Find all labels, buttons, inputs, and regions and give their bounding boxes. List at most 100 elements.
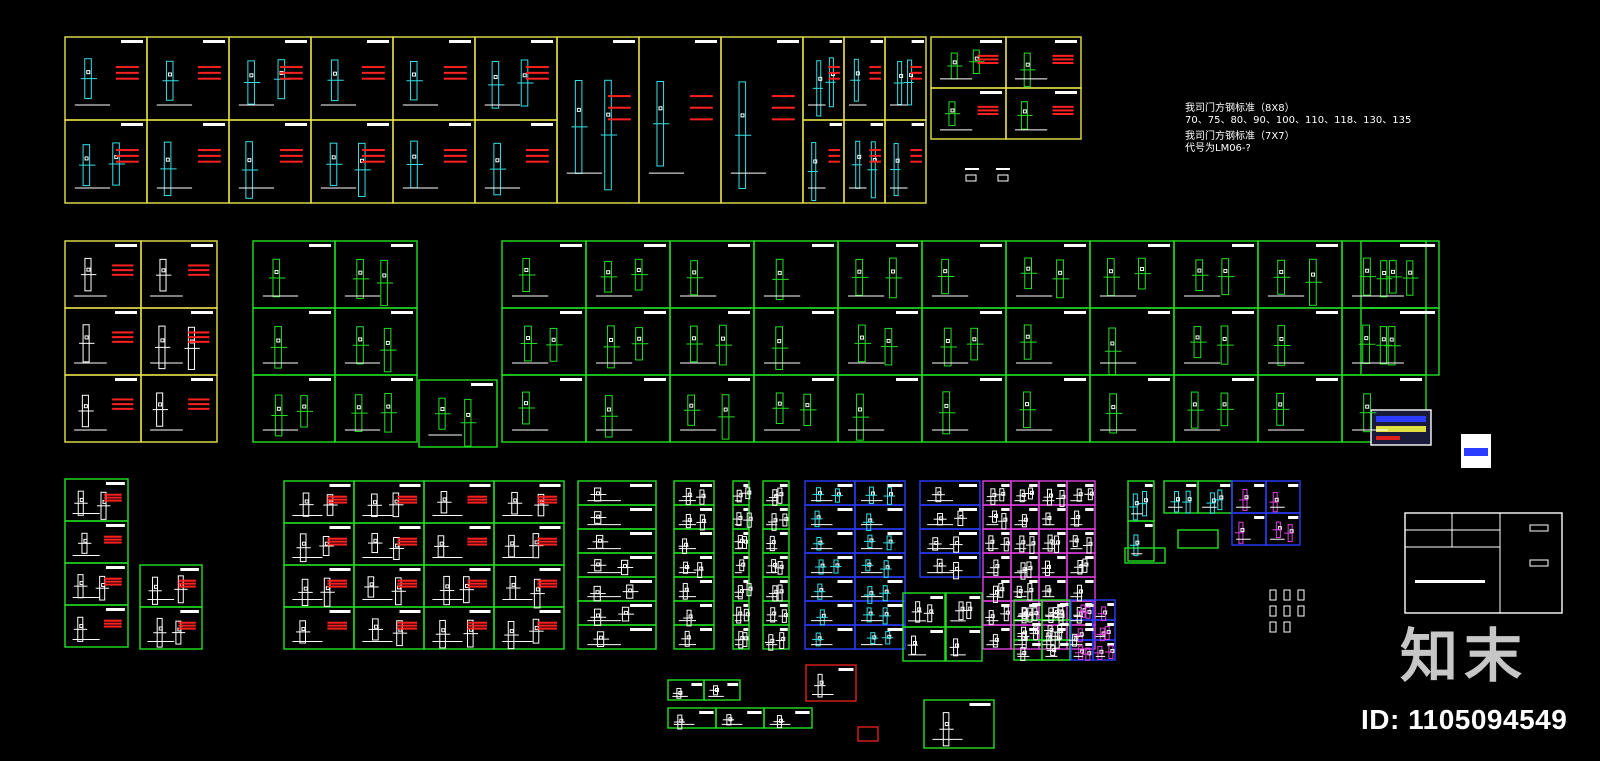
sheet-frame: [703, 679, 741, 701]
sheet-frame: [252, 240, 336, 309]
detail-cell: [262, 244, 331, 298]
title-block: [911, 123, 924, 126]
sheet-frame: [837, 240, 923, 309]
profile-node: [685, 564, 690, 569]
annotation-text: [771, 118, 795, 121]
profile-node: [784, 517, 789, 522]
detail-cell: [1042, 532, 1066, 553]
detail-cell: [1095, 623, 1114, 642]
title-block: [115, 311, 137, 314]
title-block: [896, 378, 918, 381]
legend-fill: [1464, 448, 1488, 456]
annotation-text: [327, 621, 347, 624]
title-block: [1232, 311, 1254, 314]
annotation-text: [197, 149, 221, 152]
detail-cell: [428, 383, 493, 447]
title-block: [309, 378, 331, 381]
profile-node: [511, 582, 516, 587]
spec-note-line-3: 我司门方钢标准（7X7）: [1185, 131, 1295, 142]
detail-cell: [766, 532, 788, 552]
profile-node: [1110, 649, 1115, 654]
title-block: [367, 40, 389, 43]
annotation-text: [525, 71, 549, 74]
detail-cell: [72, 524, 125, 556]
annotation-text: [537, 585, 557, 588]
title-block: [1316, 378, 1338, 381]
title-block: [469, 568, 491, 571]
detail-cell: [74, 378, 137, 431]
detail-cell: [721, 711, 762, 726]
detail-cell: [811, 628, 853, 647]
title-block: [1148, 378, 1170, 381]
detail-cell: [1042, 484, 1066, 507]
profile-node: [1240, 528, 1245, 533]
table-mark: [1415, 580, 1485, 583]
sheet-frame: [753, 240, 839, 309]
profile-node: [636, 268, 641, 273]
detail-cell: [1014, 532, 1038, 554]
title-block: [469, 526, 491, 529]
profile-node: [249, 73, 254, 78]
profile-node: [1192, 402, 1197, 407]
title-block: [644, 311, 666, 314]
profile-node: [872, 635, 877, 640]
annotation-text: [1052, 109, 1074, 112]
profile-node: [79, 624, 84, 629]
detail-cell: [1370, 311, 1435, 365]
sheet-frame: [1005, 374, 1091, 443]
profile-node: [867, 562, 872, 567]
title-block: [743, 532, 749, 535]
detail-cell: [402, 40, 471, 106]
annotation-text: [771, 106, 795, 109]
detail-cell: [766, 508, 789, 531]
annotation-text: [397, 498, 417, 501]
detail-cell: [1041, 556, 1066, 576]
annotation-text: [537, 540, 557, 543]
profile-node: [738, 611, 743, 616]
sheet-frame: [921, 240, 1007, 309]
detail-cell: [432, 610, 491, 649]
detail-cell: [1015, 91, 1077, 131]
detail-cell: [1014, 556, 1038, 580]
title-block: [699, 711, 714, 714]
title-block: [1085, 603, 1092, 606]
detail-cell: [811, 556, 853, 575]
profile-node: [303, 586, 308, 591]
annotation-text: [443, 71, 467, 74]
title-block: [630, 556, 652, 559]
title-block: [870, 123, 883, 126]
annotation-text: [178, 624, 196, 627]
annotation-text: [197, 71, 221, 74]
detail-cell: [432, 484, 491, 516]
title-block: [812, 244, 834, 247]
title-block: [700, 580, 712, 583]
title-block: [1001, 484, 1010, 487]
title-block: [1085, 556, 1094, 559]
title-block: [1400, 311, 1422, 314]
title-block: [560, 378, 582, 381]
annotation-text: [327, 540, 347, 543]
title-block: [795, 711, 810, 714]
profile-node: [1023, 517, 1028, 522]
annotation-text: [112, 273, 134, 276]
sheet-frame: [1257, 374, 1343, 443]
detail-cell: [848, 311, 918, 366]
profile-node: [819, 680, 824, 685]
title-block: [1057, 580, 1066, 583]
detail-cell: [362, 610, 421, 647]
sheet-frame: [923, 699, 995, 749]
annotation-text: [910, 77, 922, 80]
annotation-text: [910, 66, 922, 69]
detail-cell: [587, 508, 652, 526]
profile-node: [495, 158, 500, 163]
detail-cell: [74, 244, 137, 297]
profile-node: [869, 538, 874, 543]
profile-node: [1111, 405, 1116, 410]
title-block: [1085, 580, 1094, 583]
annotation-text: [178, 582, 196, 585]
detail-cell: [1017, 603, 1041, 622]
profile-node: [83, 404, 88, 409]
title-block: [630, 508, 652, 511]
title-block: [329, 610, 351, 613]
profile-node: [858, 407, 863, 412]
